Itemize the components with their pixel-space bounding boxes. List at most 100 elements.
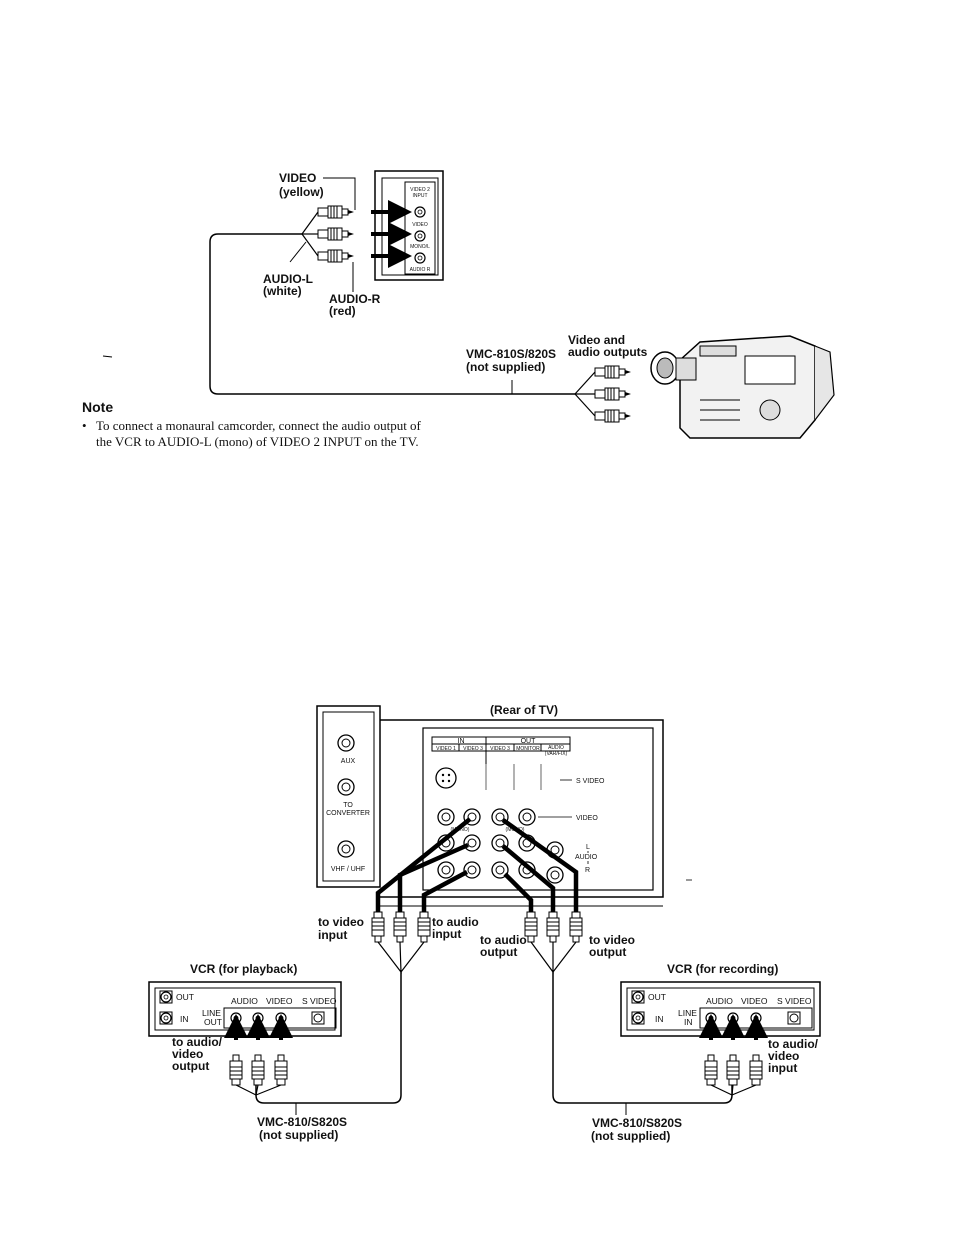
label-camcorder-out-1: Video and <box>568 333 625 347</box>
recording-in-label: IN <box>655 1014 664 1024</box>
cable-from-audio-output-l <box>501 844 556 912</box>
panel-audio-r-label: AUDIO R <box>410 267 431 273</box>
cable-from-video-output <box>501 818 579 912</box>
cable-right-note: (not supplied) <box>591 1129 670 1143</box>
in-header: IN <box>458 738 465 745</box>
playback-audio-label: AUDIO <box>231 996 258 1006</box>
label-to-av-output-3: output <box>172 1059 209 1073</box>
s-video-label: S VIDEO <box>576 778 605 785</box>
panel-video-label: VIDEO <box>412 222 428 228</box>
var-fix-audio-r-jack[interactable] <box>546 866 564 884</box>
playback-in-label: IN <box>180 1014 189 1024</box>
vhf-uhf-jack[interactable] <box>337 840 355 858</box>
recording-svideo-label: S VIDEO <box>777 996 812 1006</box>
playback-line-label: LINE <box>202 1008 221 1018</box>
playback-out-jack[interactable] <box>160 991 172 1003</box>
label-to-video-input-2: input <box>318 928 347 942</box>
cable-left <box>255 972 402 1104</box>
label-audio-l-color: (white) <box>263 284 302 298</box>
recording-audio-label: AUDIO <box>706 996 733 1006</box>
playback-video-jack[interactable] <box>275 1012 287 1024</box>
note-text: • To connect a monaural camcorder, connec… <box>82 418 482 450</box>
playback-audio-r-jack[interactable] <box>252 1012 264 1024</box>
converter-label: CONVERTER <box>326 810 370 817</box>
tv-side-panel <box>316 705 381 888</box>
col-monitor: MONITOR <box>516 746 540 752</box>
video2-mono-l-jack[interactable] <box>414 230 426 242</box>
playback-svideo-label: S VIDEO <box>302 996 337 1006</box>
s-video-jack-in[interactable] <box>435 767 457 789</box>
cable-to-audio-input-r <box>421 870 469 912</box>
cable-to-audio-input-l <box>397 842 469 912</box>
label-video-color: (yellow) <box>279 185 324 199</box>
col-audio-2: (VAR/FIX) <box>545 751 568 757</box>
aux-label: AUX <box>341 758 356 765</box>
recording-svideo-jack[interactable] <box>789 1013 799 1023</box>
plug-video <box>317 205 355 219</box>
monitor-video-jack[interactable] <box>518 808 536 826</box>
col-video3-out: VIDEO 3 <box>490 746 510 752</box>
note-text-line-2: the VCR to AUDIO-L (mono) of VIDEO 2 INP… <box>96 434 419 449</box>
cable-left-note: (not supplied) <box>259 1128 338 1142</box>
video2-audio-r-jack[interactable] <box>414 252 426 264</box>
label-to-video-output-1: to video <box>589 933 635 947</box>
label-cable-note: (not supplied) <box>466 360 545 374</box>
video3-audio-l-jack[interactable] <box>463 834 481 852</box>
recording-audio-l-jack[interactable] <box>705 1012 717 1024</box>
converter-jack[interactable] <box>337 778 355 796</box>
video3-audio-r-jack[interactable] <box>463 861 481 879</box>
label-to-audio-input-1: to audio <box>432 915 479 929</box>
aux-jack[interactable] <box>337 734 355 752</box>
recording-video-label: VIDEO <box>741 996 768 1006</box>
label-to-audio-input-2: input <box>432 927 461 941</box>
label-to-av-output-1: to audio/ <box>172 1035 223 1049</box>
playback-out-label: OUT <box>176 992 194 1002</box>
tv-in-plug-1 <box>371 911 385 943</box>
to-label: TO <box>343 802 353 809</box>
label-audio-r: AUDIO-R <box>329 292 381 306</box>
audio-label: AUDIO <box>575 854 598 861</box>
recording-in-jack[interactable] <box>632 1012 644 1024</box>
recording-line-label: LINE <box>678 1008 697 1018</box>
recording-out-label: OUT <box>648 992 666 1002</box>
video1-audio-r-jack[interactable] <box>437 861 455 879</box>
label-camcorder-out-2: audio outputs <box>568 345 648 359</box>
mono-label-in: (MONO) <box>451 827 470 833</box>
cable-camcorder <box>209 233 575 395</box>
playback-audio-l-jack[interactable] <box>230 1012 242 1024</box>
recording-video-jack[interactable] <box>750 1012 762 1024</box>
label-to-av-input-2: video <box>768 1049 799 1063</box>
label-audio-l: AUDIO-L <box>263 272 313 286</box>
plug-audio-l <box>317 227 355 241</box>
video1-video-jack[interactable] <box>437 808 455 826</box>
out-header: OUT <box>521 738 537 745</box>
vcr-playback-title: VCR (for playback) <box>190 962 297 976</box>
cable-right <box>552 972 733 1104</box>
l-label: L <box>586 844 590 851</box>
cable-right-label: VMC-810/S820S <box>592 1116 682 1130</box>
playback-svideo-jack[interactable] <box>313 1013 323 1023</box>
recording-audio-r-jack[interactable] <box>727 1012 739 1024</box>
cable-left-label: VMC-810/S820S <box>257 1115 347 1129</box>
panel-mono-label: MONO/L <box>410 244 430 250</box>
tv-out-plug-3 <box>569 911 583 943</box>
label-to-video-input-1: to video <box>318 915 364 929</box>
playback-in-jack[interactable] <box>160 1012 172 1024</box>
video-row-label: VIDEO <box>576 815 598 822</box>
note-heading: Note <box>82 399 114 415</box>
recording-out-jack[interactable] <box>632 991 644 1003</box>
vhf-uhf-label: VHF / UHF <box>331 866 365 873</box>
panel-title-2: INPUT <box>413 193 428 199</box>
diagram-1-camcorder: VIDEO 2 INPUT VIDEO MONO/L AUDIO R VIDEO… <box>102 170 835 439</box>
playback-line-out-label: OUT <box>204 1017 222 1027</box>
note-text-line-1: To connect a monaural camcorder, connect… <box>96 418 421 433</box>
tv-out-plug-1 <box>524 911 538 943</box>
video2-video-jack[interactable] <box>414 206 426 218</box>
tv-in-plug-3 <box>417 911 431 943</box>
cam-plug-1 <box>594 365 632 379</box>
col-video3: VIDEO 3 <box>463 746 483 752</box>
playback-video-label: VIDEO <box>266 996 293 1006</box>
rear-of-tv-title: (Rear of TV) <box>490 703 558 717</box>
note-bullet: • <box>82 418 87 433</box>
